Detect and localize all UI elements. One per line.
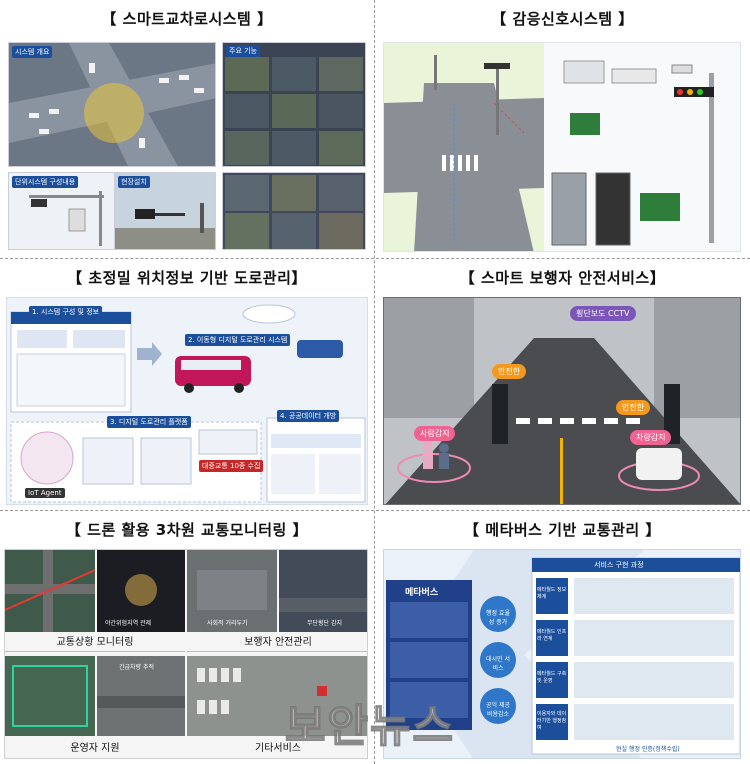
- jaywalk-aerial-photo: [279, 550, 367, 632]
- transit-collect-label: 대중교통 10종 수집: [199, 460, 264, 472]
- open-data-label: 4. 공공데이터 개방: [277, 410, 340, 422]
- intersection-illustration: [9, 43, 215, 166]
- sensing-signal-image: [383, 42, 741, 252]
- person-detect-bubble: 사람감지: [414, 426, 456, 441]
- site-photos-image: [222, 172, 366, 250]
- field-install-photo: [115, 173, 215, 249]
- unit-system-label: 단위시스템 구성내용: [12, 176, 79, 188]
- platform-label: 3. 디지털 도로관리 플랫폼: [107, 416, 191, 428]
- section-title: 【 스마트 보행자 안전서비스】: [459, 269, 666, 287]
- emergency-label: 긴급차량 추적: [119, 664, 155, 671]
- iot-agent-label: IoT Agent: [25, 488, 65, 498]
- distancing-aerial-photo: [187, 550, 277, 632]
- metaverse-diagram: [386, 550, 740, 758]
- drone-monitoring-image: 야간위험지역 관제 사회적 거리두기 무단횡단 감지 교통상황 모니터링 보행자…: [4, 549, 368, 759]
- pedestrian-safety-section: 【 스마트 보행자 안전서비스】 횡단보도 CCTV 안전한: [375, 259, 750, 510]
- sensing-signal-diagram: [384, 43, 714, 251]
- operator-support-caption: 운영자 지원: [70, 743, 120, 754]
- parking-aerial-photo: [187, 656, 367, 736]
- section-title: 【 초정밀 위치정보 기반 도로관리】: [67, 269, 307, 287]
- intersection-overview-image: 시스템 개요: [8, 42, 216, 167]
- safe-bubble-right: 안전한: [616, 400, 651, 415]
- vertical-divider: [374, 0, 375, 764]
- crosswalk-illustration: [384, 298, 740, 504]
- citizen-service-circle-label: 대시민 서비스: [486, 656, 510, 672]
- efficiency-circle-label: 행정 효율성 증가: [486, 610, 510, 626]
- overview-label: 시스템 개요: [12, 46, 53, 58]
- metaverse-image: 메타버스 행정 효율성 증가 대시민 서비스 공익 제공 비용감소 서비스 구현…: [383, 549, 741, 759]
- field-install-image: 현장설치: [114, 172, 216, 250]
- distancing-label: 사회적 거리두기: [207, 620, 248, 627]
- step-2-label: 메타월드 인프라 연계: [537, 629, 567, 642]
- main-functions-image: 주요 기능: [222, 42, 366, 167]
- other-services-caption: 기타서비스: [255, 743, 301, 754]
- cost-reduction-circle-label: 공익 제공 비용감소: [486, 702, 510, 718]
- drone-monitoring-section: 【 드론 활용 3차원 교통모니터링 】 야간위험지역 관제 사회적 거리두기 …: [0, 511, 374, 764]
- distancing-tile: 사회적 거리두기: [187, 550, 277, 632]
- pedestrian-safety-caption: 보행자 안전관리: [187, 634, 367, 652]
- night-aerial-photo: [97, 550, 185, 632]
- sensing-signal-section: 【 감응신호시스템 】: [375, 0, 750, 258]
- safe-bubble-left: 안전한: [492, 364, 527, 379]
- traffic-aerial-photo: [5, 550, 95, 632]
- step-1-label: 메타월드 정보체계: [537, 587, 567, 600]
- section-title: 【 감응신호시스템 】: [491, 10, 634, 28]
- row-divider-2: [0, 510, 750, 511]
- section-title: 【 드론 활용 3차원 교통모니터링 】: [65, 521, 309, 539]
- precise-road-section: 【 초정밀 위치정보 기반 도로관리】: [0, 259, 374, 510]
- emergency-tile: 긴급차량 추적: [97, 656, 185, 736]
- traffic-aerial-tile: [5, 550, 95, 632]
- cctv-grid: [225, 57, 363, 165]
- policy-footer: 현실 행정 인증(정책수립): [616, 746, 680, 753]
- emergency-aerial-photo: [97, 656, 185, 736]
- service-process-title: 서비스 구현 과정: [594, 561, 644, 569]
- smart-intersection-section: 【 스마트교차로시스템 】 시스템 개요: [0, 0, 374, 258]
- mobile-system-label: 2. 이동형 디지털 도로관리 시스템: [185, 334, 291, 346]
- pedestrian-safety-image: 횡단보도 CCTV 안전한 안전한 사람감지 차량감지: [383, 297, 741, 505]
- crosswalk-cctv-bubble: 횡단보도 CCTV: [570, 306, 636, 321]
- metaverse-label: 메타버스: [405, 588, 439, 598]
- section-title: 【 메타버스 기반 교통관리 】: [464, 521, 661, 539]
- site-photos-grid: [225, 175, 363, 249]
- vehicle-detect-bubble: 차량감지: [630, 430, 672, 445]
- step-4-label: 이용자와 데이터기반 행정참여: [537, 711, 567, 731]
- precise-road-image: 1. 시스템 구성 및 정보 2. 이동형 디지털 도로관리 시스템 3. 디지…: [6, 297, 368, 505]
- section-title: 【 스마트교차로시스템 】: [101, 10, 273, 28]
- row-divider-1: [0, 258, 750, 259]
- metaverse-section: 【 메타버스 기반 교통관리 】: [375, 511, 750, 764]
- parking-tile: [187, 656, 367, 736]
- night-risk-tile: 야간위험지역 관제: [97, 550, 185, 632]
- field-install-label: 현장설치: [118, 176, 150, 188]
- operator-aerial-photo: [5, 656, 95, 736]
- jaywalk-label: 무단횡단 감지: [307, 620, 343, 627]
- jaywalk-tile: 무단횡단 감지: [279, 550, 367, 632]
- operator-aerial-tile: [5, 656, 95, 736]
- night-risk-label: 야간위험지역 관제: [105, 620, 152, 627]
- traffic-monitoring-caption: 교통상황 모니터링: [5, 634, 185, 652]
- road-management-diagram: [10, 304, 366, 503]
- watermark-logo: 보안뉴스: [284, 700, 455, 753]
- step-3-label: 메타월드 구축 및 운영: [537, 671, 567, 684]
- functions-label: 주요 기능: [226, 45, 260, 57]
- system-config-label: 1. 시스템 구성 및 정보: [29, 306, 103, 318]
